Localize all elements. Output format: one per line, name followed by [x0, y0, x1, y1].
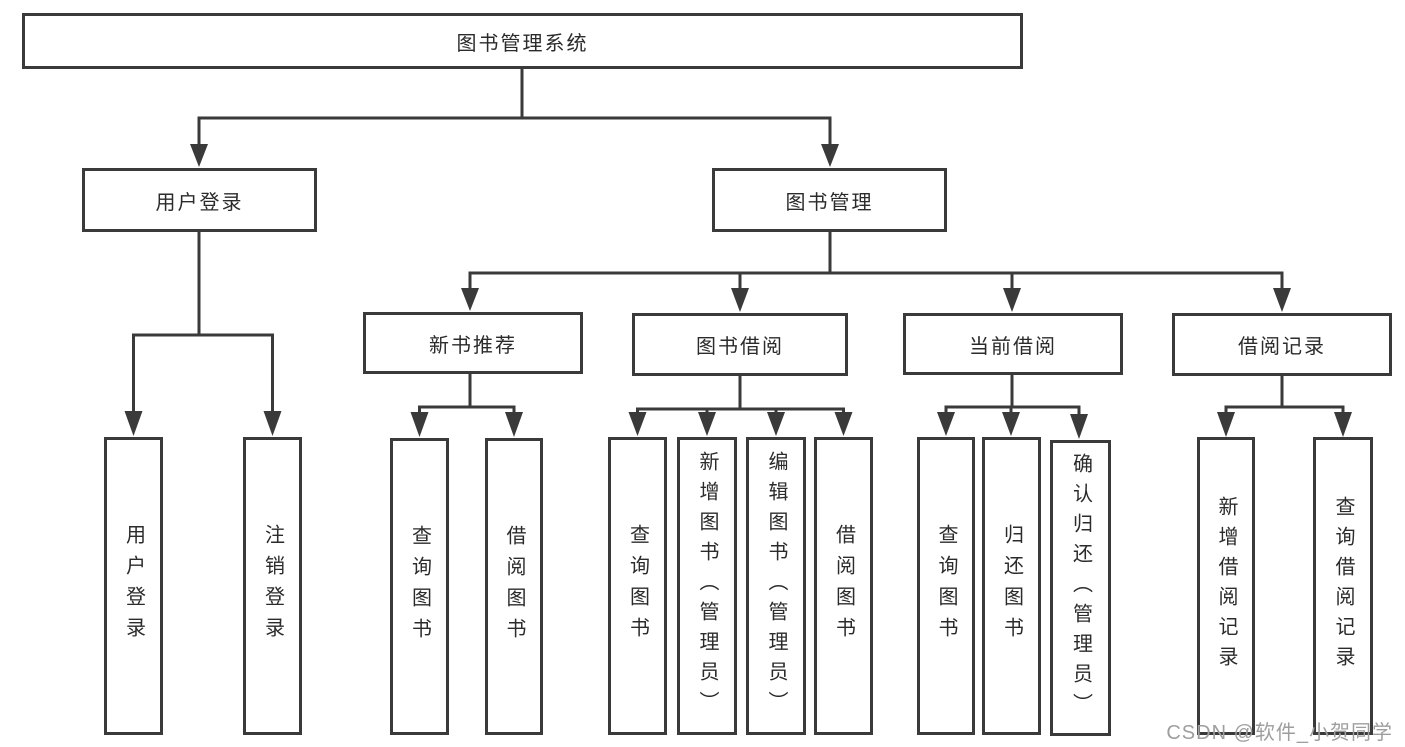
leaf-confirm-return-admin: 确认归还（管理员）	[1050, 440, 1111, 736]
leaf-borrow-books: 借阅图书	[814, 437, 873, 735]
node-label: 新书推荐	[429, 334, 517, 357]
leaf-label: 查询借阅记录	[1332, 496, 1354, 676]
leaf-label: 借阅图书	[832, 524, 855, 648]
node-book-borrowing: 图书借阅	[632, 313, 848, 376]
leaf-label: 借阅图书	[503, 524, 525, 649]
leaf-query-books-recommend: 查询图书	[390, 438, 449, 735]
node-book-management: 图书管理	[712, 168, 947, 232]
leaf-query-books-current: 查询图书	[917, 437, 975, 735]
node-label: 当前借阅	[969, 335, 1057, 358]
node-label: 借阅记录	[1238, 336, 1326, 358]
leaf-label: 归还图书	[1000, 524, 1023, 648]
connector-book-borrowing	[628, 376, 853, 436]
leaf-label: 新增借阅记录	[1215, 496, 1237, 676]
leaf-label: 查询图书	[408, 524, 431, 649]
node-library-management-system: 图书管理系统	[22, 13, 1023, 69]
node-label: 图书管理	[785, 191, 874, 214]
leaf-label: 编辑图书（管理员）	[765, 451, 787, 721]
node-new-book-recommend: 新书推荐	[363, 312, 583, 374]
leaf-label: 确认归还（管理员）	[1069, 453, 1092, 723]
leaf-query-books-borrowing: 查询图书	[608, 437, 667, 735]
node-borrowing-records: 借阅记录	[1172, 313, 1392, 376]
leaf-label: 查询图书	[626, 524, 649, 648]
node-label: 用户登录	[155, 191, 244, 214]
leaf-user-login: 用户登录	[104, 437, 163, 735]
leaf-add-borrow-record: 新增借阅记录	[1197, 437, 1255, 735]
connector-book-management	[461, 232, 1291, 312]
leaf-label: 用户登录	[122, 524, 145, 648]
connector-user-login	[124, 232, 282, 436]
leaf-add-books-admin: 新增图书（管理员）	[677, 437, 737, 735]
node-user-login: 用户登录	[82, 168, 317, 232]
connector-current-borrowing	[937, 375, 1088, 439]
node-label: 图书管理系统	[456, 32, 589, 55]
leaf-borrow-books-recommend: 借阅图书	[485, 438, 543, 735]
node-current-borrowing: 当前借阅	[903, 313, 1123, 375]
leaf-label: 注销登录	[261, 524, 284, 648]
connector-new-book-recommend	[410, 374, 523, 437]
connector-root	[190, 69, 839, 167]
leaf-return-books: 归还图书	[982, 437, 1041, 735]
csdn-watermark: CSDN @软件_小贺同学	[1166, 722, 1393, 744]
leaf-label: 新增图书（管理员）	[696, 451, 718, 721]
connector-borrowing-records	[1217, 376, 1352, 437]
leaf-query-borrow-record: 查询借阅记录	[1313, 437, 1373, 735]
leaf-edit-books-admin: 编辑图书（管理员）	[746, 437, 806, 735]
leaf-logout: 注销登录	[243, 437, 302, 735]
node-label: 图书借阅	[696, 336, 784, 358]
leaf-label: 查询图书	[935, 524, 957, 648]
